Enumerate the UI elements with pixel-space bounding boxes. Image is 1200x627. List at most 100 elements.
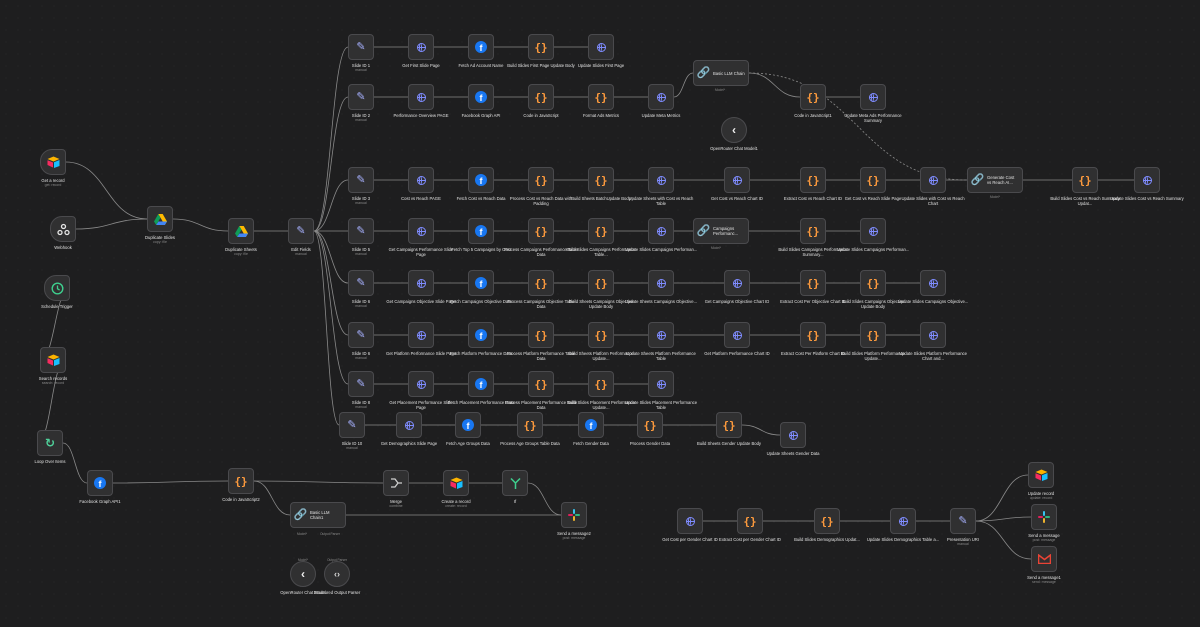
- workflow-node[interactable]: ✎: [348, 167, 374, 193]
- workflow-node[interactable]: 🔗Campaigns Performanc...: [693, 218, 749, 244]
- workflow-node[interactable]: [40, 149, 66, 175]
- workflow-node[interactable]: {}: [517, 412, 543, 438]
- workflow-node[interactable]: f: [468, 218, 494, 244]
- workflow-node[interactable]: {}: [588, 270, 614, 296]
- workflow-node[interactable]: ✎: [348, 270, 374, 296]
- workflow-node[interactable]: 🔗Basic LLM Chain: [693, 60, 749, 86]
- workflow-node[interactable]: [408, 371, 434, 397]
- workflow-node[interactable]: f: [87, 470, 113, 496]
- workflow-node[interactable]: {}: [860, 167, 886, 193]
- workflow-node[interactable]: [648, 167, 674, 193]
- workflow-node[interactable]: [920, 270, 946, 296]
- workflow-node[interactable]: {}: [800, 270, 826, 296]
- workflow-node[interactable]: [44, 275, 70, 301]
- workflow-node[interactable]: f: [468, 322, 494, 348]
- workflow-node[interactable]: [408, 218, 434, 244]
- workflow-node[interactable]: {}: [860, 270, 886, 296]
- workflow-node[interactable]: ✎: [288, 218, 314, 244]
- workflow-node[interactable]: [648, 218, 674, 244]
- workflow-node[interactable]: {}: [228, 468, 254, 494]
- workflow-node[interactable]: ‹: [290, 561, 316, 587]
- workflow-node[interactable]: {}: [528, 371, 554, 397]
- workflow-node[interactable]: [228, 218, 254, 244]
- workflow-node[interactable]: [408, 84, 434, 110]
- workflow-node[interactable]: [502, 470, 528, 496]
- workflow-node[interactable]: [648, 84, 674, 110]
- workflow-node[interactable]: f: [468, 34, 494, 60]
- workflow-node[interactable]: [147, 206, 173, 232]
- workflow-node[interactable]: {}: [716, 412, 742, 438]
- workflow-node[interactable]: ✎: [348, 34, 374, 60]
- workflow-node[interactable]: [408, 167, 434, 193]
- workflow-node[interactable]: [724, 167, 750, 193]
- workflow-node[interactable]: [677, 508, 703, 534]
- workflow-node[interactable]: [648, 270, 674, 296]
- node-label: Slide ID 6: [351, 299, 371, 304]
- workflow-node[interactable]: [1134, 167, 1160, 193]
- workflow-node[interactable]: f: [578, 412, 604, 438]
- workflow-node[interactable]: {}: [800, 84, 826, 110]
- workflow-node[interactable]: {}: [528, 34, 554, 60]
- workflow-node[interactable]: ✎: [339, 412, 365, 438]
- workflow-node[interactable]: {}: [800, 218, 826, 244]
- workflow-node[interactable]: {}: [588, 322, 614, 348]
- workflow-node[interactable]: [383, 470, 409, 496]
- workflow-node[interactable]: {}: [1072, 167, 1098, 193]
- workflow-node[interactable]: {}: [800, 322, 826, 348]
- workflow-node[interactable]: [408, 270, 434, 296]
- workflow-node[interactable]: [408, 34, 434, 60]
- workflow-node[interactable]: [1031, 504, 1057, 530]
- workflow-node[interactable]: [860, 218, 886, 244]
- workflow-node[interactable]: ‹›: [324, 561, 350, 587]
- workflow-node[interactable]: {}: [588, 218, 614, 244]
- workflow-node[interactable]: f: [468, 167, 494, 193]
- workflow-node[interactable]: {}: [528, 218, 554, 244]
- workflow-node[interactable]: {}: [637, 412, 663, 438]
- workflow-node[interactable]: [408, 322, 434, 348]
- workflow-node[interactable]: f: [468, 371, 494, 397]
- workflow-node[interactable]: [648, 322, 674, 348]
- workflow-node[interactable]: ✎: [348, 322, 374, 348]
- workflow-node[interactable]: [724, 270, 750, 296]
- workflow-node[interactable]: [648, 371, 674, 397]
- workflow-node[interactable]: {}: [588, 167, 614, 193]
- globe-icon: [927, 277, 940, 290]
- workflow-node[interactable]: [920, 167, 946, 193]
- node-label: Build Slides First Page Update Body: [507, 63, 575, 68]
- workflow-node[interactable]: ✎: [348, 218, 374, 244]
- workflow-node[interactable]: 🔗Basic LLM Chain1: [290, 502, 346, 528]
- workflow-node[interactable]: [588, 34, 614, 60]
- workflow-node[interactable]: ‹: [721, 117, 747, 143]
- workflow-node[interactable]: [724, 322, 750, 348]
- workflow-node[interactable]: [50, 216, 76, 242]
- workflow-node[interactable]: [561, 502, 587, 528]
- workflow-node[interactable]: [443, 470, 469, 496]
- workflow-node[interactable]: f: [468, 270, 494, 296]
- workflow-node[interactable]: {}: [528, 84, 554, 110]
- workflow-node[interactable]: {}: [814, 508, 840, 534]
- workflow-node[interactable]: 🔗Generate Cost vs Reach AI...: [967, 167, 1023, 193]
- workflow-node[interactable]: [890, 508, 916, 534]
- workflow-node[interactable]: {}: [800, 167, 826, 193]
- workflow-node[interactable]: [780, 422, 806, 448]
- workflow-node[interactable]: {}: [528, 322, 554, 348]
- workflow-node[interactable]: {}: [588, 371, 614, 397]
- workflow-node[interactable]: {}: [588, 84, 614, 110]
- workflow-node[interactable]: [40, 347, 66, 373]
- workflow-node[interactable]: f: [468, 84, 494, 110]
- workflow-node[interactable]: [396, 412, 422, 438]
- workflow-node[interactable]: [860, 84, 886, 110]
- workflow-node[interactable]: {}: [737, 508, 763, 534]
- workflow-node[interactable]: ✎: [348, 371, 374, 397]
- workflow-node[interactable]: ✎: [348, 84, 374, 110]
- workflow-node[interactable]: ✎: [950, 508, 976, 534]
- workflow-node[interactable]: {}: [860, 322, 886, 348]
- workflow-node[interactable]: {}: [528, 167, 554, 193]
- workflow-node[interactable]: [1028, 462, 1054, 488]
- workflow-node[interactable]: f: [455, 412, 481, 438]
- workflow-node[interactable]: [920, 322, 946, 348]
- workflow-node[interactable]: {}: [528, 270, 554, 296]
- workflow-node[interactable]: [1031, 546, 1057, 572]
- workflow-node[interactable]: ↻: [37, 430, 63, 456]
